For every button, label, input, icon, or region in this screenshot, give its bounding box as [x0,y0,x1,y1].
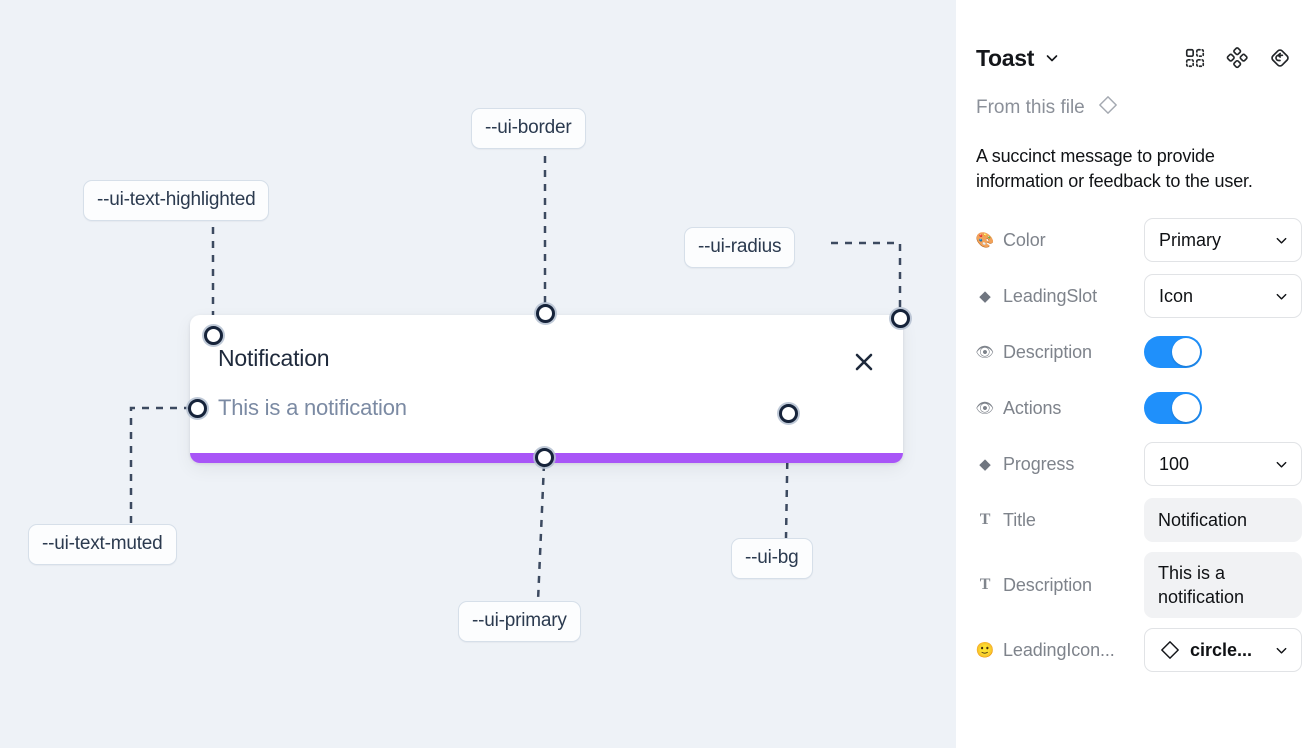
annotation-pill-ui-primary[interactable]: --ui-primary [458,601,581,642]
annotation-pill-ui-bg[interactable]: --ui-bg [731,538,813,579]
toggle-knob [1172,338,1200,366]
property-label-progress: ◆ Progress [976,454,1144,475]
toast-preview-card[interactable]: Notification This is a notification [190,315,903,463]
property-row-title: T Title Notification [976,496,1302,544]
panel-header-actions [1184,46,1292,70]
title-input[interactable]: Notification [1144,498,1302,542]
property-label-text: LeadingIcon... [1003,639,1115,660]
annotation-pill-ui-text-muted[interactable]: --ui-text-muted [28,524,177,565]
color-select-value: Primary [1159,229,1221,250]
annotation-pill-ui-text-highlighted[interactable]: --ui-text-highlighted [83,180,270,221]
design-canvas[interactable]: Notification This is a notification --ui… [0,0,956,748]
property-row-leadingslot: ◆ LeadingSlot Icon [976,272,1302,320]
property-label-leadingicon: 🙂 LeadingIcon... [976,640,1144,661]
anchor-dot-ui-text-muted[interactable] [188,399,207,418]
text-type-icon: T [979,511,991,528]
property-label-text: LeadingSlot [1003,285,1097,306]
panel-title: Toast [976,44,1035,71]
anchor-dot-ui-text-highlighted[interactable] [204,326,223,345]
actions-toggle[interactable] [1144,392,1202,424]
property-row-color: 🎨 Color Primary [976,216,1302,264]
property-row-actions-toggle: 👁 Actions [976,384,1292,432]
leadingslot-select[interactable]: Icon [1144,274,1302,318]
property-label-color: 🎨 Color [976,230,1144,251]
leadingslot-select-value: Icon [1159,285,1194,306]
chevron-down-icon [1274,233,1289,248]
reset-diamond-icon[interactable] [1268,46,1292,70]
property-row-leadingicon: 🙂 LeadingIcon... circle... [976,626,1302,674]
eye-emoji-icon: 👁 [976,399,995,417]
property-row-description-toggle: 👁 Description [976,328,1292,376]
property-row-progress: ◆ Progress 100 [976,440,1302,488]
property-label-actions: 👁 Actions [976,398,1144,419]
variants-diamond-cluster-icon[interactable] [1226,47,1248,69]
component-description: A succinct message to provide informatio… [976,146,1253,191]
property-label-text: Description [1003,341,1092,362]
diamond-outline-icon [1097,94,1119,122]
property-label-title: T Title [976,510,1144,531]
toast-title: Notification [218,345,330,371]
progress-select-value: 100 [1159,453,1190,474]
anchor-dot-ui-bg[interactable] [779,404,798,423]
anchor-dot-ui-border[interactable] [536,304,555,323]
from-this-file-label: From this file [976,97,1085,118]
annotation-pill-ui-radius[interactable]: --ui-radius [684,227,796,268]
palette-emoji-icon: 🎨 [976,231,995,249]
property-label-text: Description [1003,574,1092,595]
description-input[interactable]: This is a notification [1144,552,1302,618]
property-label-leadingslot: ◆ LeadingSlot [976,286,1144,307]
leadingicon-select[interactable]: circle... [1144,628,1302,672]
chevron-down-icon [1274,643,1289,658]
toggle-knob [1172,394,1200,422]
chevron-down-icon [1274,289,1289,304]
property-label-text: Progress [1003,453,1075,474]
chevron-down-icon [1274,457,1289,472]
component-grid-icon[interactable] [1184,47,1206,69]
smiley-emoji-icon: 🙂 [976,641,995,659]
toast-description: This is a notification [218,395,407,420]
panel-header: Toast [976,30,1292,86]
color-select[interactable]: Primary [1144,218,1302,262]
close-x-icon[interactable] [851,349,877,375]
chevron-down-icon[interactable] [1044,50,1060,66]
progress-select[interactable]: 100 [1144,442,1302,486]
property-list: 🎨 Color Primary ◆ LeadingSlot [976,216,1302,674]
property-row-description-text: T Description This is a notification [976,552,1302,618]
eye-emoji-icon: 👁 [976,343,995,361]
anchor-dot-ui-radius[interactable] [891,309,910,328]
anchor-dot-ui-primary[interactable] [535,448,554,467]
diamond-solid-icon: ◆ [979,455,991,473]
diamond-solid-icon: ◆ [979,287,991,305]
annotation-pill-ui-border[interactable]: --ui-border [471,108,586,149]
property-label-text: Color [1003,229,1046,250]
property-label-text: Title [1003,509,1036,530]
description-toggle[interactable] [1144,336,1202,368]
text-type-icon: T [979,576,991,593]
property-label-description-text: T Description [976,575,1144,596]
properties-panel: Toast [956,0,1312,748]
diamond-outline-icon [1159,639,1181,661]
property-label-text: Actions [1003,397,1062,418]
from-this-file-row: From this file [976,94,1292,122]
property-label-description: 👁 Description [976,342,1144,363]
leadingicon-select-value: circle... [1190,639,1253,660]
